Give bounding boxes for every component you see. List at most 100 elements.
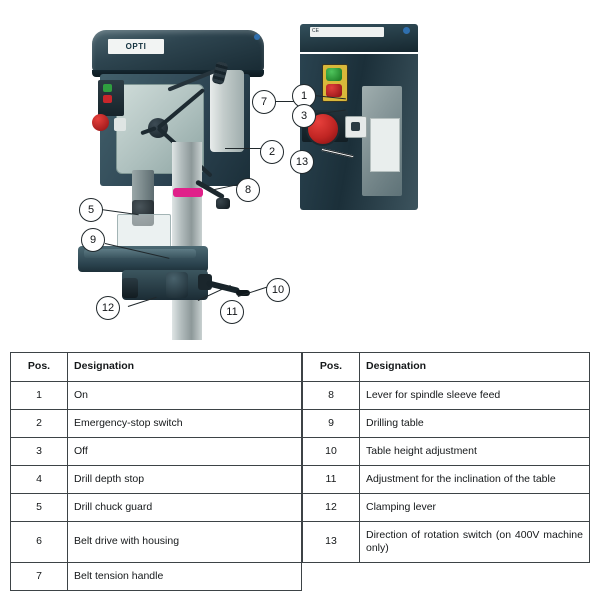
ce-label-text: CE bbox=[312, 28, 319, 34]
row-pos: 12 bbox=[302, 493, 360, 522]
table-row: 13 Direction of rotation switch (on 400V… bbox=[302, 521, 590, 563]
table-row: 12 Clamping lever bbox=[302, 493, 590, 522]
callout-label: 5 bbox=[87, 204, 95, 216]
drill-press-photo: OPTI bbox=[70, 22, 285, 340]
row-designation: Drill chuck guard bbox=[67, 493, 302, 522]
row-pos: 11 bbox=[302, 465, 360, 494]
callout-label: 7 bbox=[260, 96, 268, 108]
spindle-feed-lever-grip bbox=[216, 198, 230, 209]
callout-3[interactable]: 3 bbox=[292, 104, 316, 128]
table-header-row: Pos. Designation bbox=[302, 352, 590, 382]
ce-rating-label: CE bbox=[310, 27, 384, 37]
motor-cylinder bbox=[210, 70, 244, 152]
callout-label: 2 bbox=[268, 146, 276, 158]
header-designation: Designation bbox=[359, 352, 590, 382]
row-designation: On bbox=[67, 381, 302, 410]
table-header-row: Pos. Designation bbox=[10, 352, 302, 382]
table-row: 8 Lever for spindle sleeve feed bbox=[302, 381, 590, 410]
row-designation: Belt drive with housing bbox=[67, 521, 302, 563]
empty-cell bbox=[359, 562, 590, 571]
callout-label: 1 bbox=[300, 90, 308, 102]
leader-line-7 bbox=[258, 101, 303, 103]
rotation-switch-main-photo bbox=[114, 118, 126, 131]
callout-label: 9 bbox=[89, 234, 97, 246]
row-designation: Off bbox=[67, 437, 302, 466]
off-button-main-photo bbox=[103, 95, 112, 103]
quill-depth-ring bbox=[173, 188, 203, 197]
callout-label: 12 bbox=[101, 302, 115, 314]
clamping-lever bbox=[122, 278, 138, 298]
row-designation: Drill depth stop bbox=[67, 465, 302, 494]
off-button bbox=[326, 84, 342, 97]
callout-label: 11 bbox=[226, 306, 238, 318]
table-row: 4 Drill depth stop bbox=[10, 465, 302, 494]
callout-7[interactable]: 7 bbox=[252, 90, 276, 114]
inset-housing-top: CE bbox=[300, 24, 418, 52]
callout-label: 8 bbox=[244, 184, 252, 196]
row-pos: 10 bbox=[302, 437, 360, 466]
table-row: 6 Belt drive with housing bbox=[10, 521, 302, 563]
housing-indicator-dot bbox=[254, 34, 260, 40]
header-pos: Pos. bbox=[302, 352, 360, 382]
header-pos: Pos. bbox=[10, 352, 68, 382]
row-pos: 1 bbox=[10, 381, 68, 410]
table-height-crank-grip bbox=[236, 290, 250, 296]
spindle-quill bbox=[132, 170, 154, 204]
callout-11[interactable]: 11 bbox=[220, 300, 244, 324]
row-designation: Drilling table bbox=[359, 409, 590, 438]
table-row: 9 Drilling table bbox=[302, 409, 590, 438]
row-pos: 8 bbox=[302, 381, 360, 410]
machine-figure: OPTI bbox=[70, 22, 418, 340]
table-row: 2 Emergency-stop switch bbox=[10, 409, 302, 438]
legend-table-left: Pos. Designation 1 On 2 Emergency-stop s… bbox=[10, 352, 302, 591]
row-designation: Belt tension handle bbox=[67, 562, 302, 591]
row-pos: 3 bbox=[10, 437, 68, 466]
legend-table-right: Pos. Designation 8 Lever for spindle sle… bbox=[302, 352, 590, 578]
legend-tables: Pos. Designation 1 On 2 Emergency-stop s… bbox=[0, 352, 600, 591]
row-pos: 13 bbox=[302, 521, 360, 563]
on-button-main-photo bbox=[103, 84, 112, 92]
emergency-stop-main-photo bbox=[92, 114, 109, 131]
callout-label: 10 bbox=[271, 284, 285, 296]
inset-indicator-dot bbox=[403, 27, 410, 34]
callout-2[interactable]: 2 bbox=[260, 140, 284, 164]
inset-info-plate bbox=[370, 118, 400, 172]
row-pos: 4 bbox=[10, 465, 68, 494]
table-row: 11 Adjustment for the inclination of the… bbox=[302, 465, 590, 494]
table-row: 1 On bbox=[10, 381, 302, 410]
table-row-spacer bbox=[302, 562, 590, 571]
callout-13[interactable]: 13 bbox=[290, 150, 314, 174]
callout-10[interactable]: 10 bbox=[266, 278, 290, 302]
row-designation: Direction of rotation switch (on 400V ma… bbox=[359, 521, 590, 563]
opti-brand-label: OPTI bbox=[108, 39, 164, 54]
row-pos: 2 bbox=[10, 409, 68, 438]
table-row: 7 Belt tension handle bbox=[10, 562, 302, 591]
callout-5[interactable]: 5 bbox=[79, 198, 103, 222]
row-designation: Adjustment for the inclination of the ta… bbox=[359, 465, 590, 494]
callout-8[interactable]: 8 bbox=[236, 178, 260, 202]
callout-12[interactable]: 12 bbox=[96, 296, 120, 320]
table-row: 10 Table height adjustment bbox=[302, 437, 590, 466]
header-designation: Designation bbox=[67, 352, 302, 382]
table-row: 3 Off bbox=[10, 437, 302, 466]
opti-brand-text: OPTI bbox=[125, 42, 147, 51]
machine-column bbox=[172, 142, 202, 340]
row-pos: 6 bbox=[10, 521, 68, 563]
drilling-table bbox=[78, 246, 208, 272]
row-pos: 5 bbox=[10, 493, 68, 522]
on-button bbox=[326, 68, 342, 81]
direction-of-rotation-switch bbox=[345, 116, 367, 138]
belt-drive-housing: OPTI bbox=[92, 30, 264, 77]
row-designation: Table height adjustment bbox=[359, 437, 590, 466]
table-row: 5 Drill chuck guard bbox=[10, 493, 302, 522]
row-pos: 9 bbox=[302, 409, 360, 438]
row-designation: Emergency-stop switch bbox=[67, 409, 302, 438]
drill-chuck-guard bbox=[117, 214, 171, 250]
callout-label: 3 bbox=[300, 110, 308, 122]
row-designation: Lever for spindle sleeve feed bbox=[359, 381, 590, 410]
callout-9[interactable]: 9 bbox=[81, 228, 105, 252]
row-designation: Clamping lever bbox=[359, 493, 590, 522]
row-pos: 7 bbox=[10, 562, 68, 591]
empty-cell bbox=[302, 562, 360, 571]
